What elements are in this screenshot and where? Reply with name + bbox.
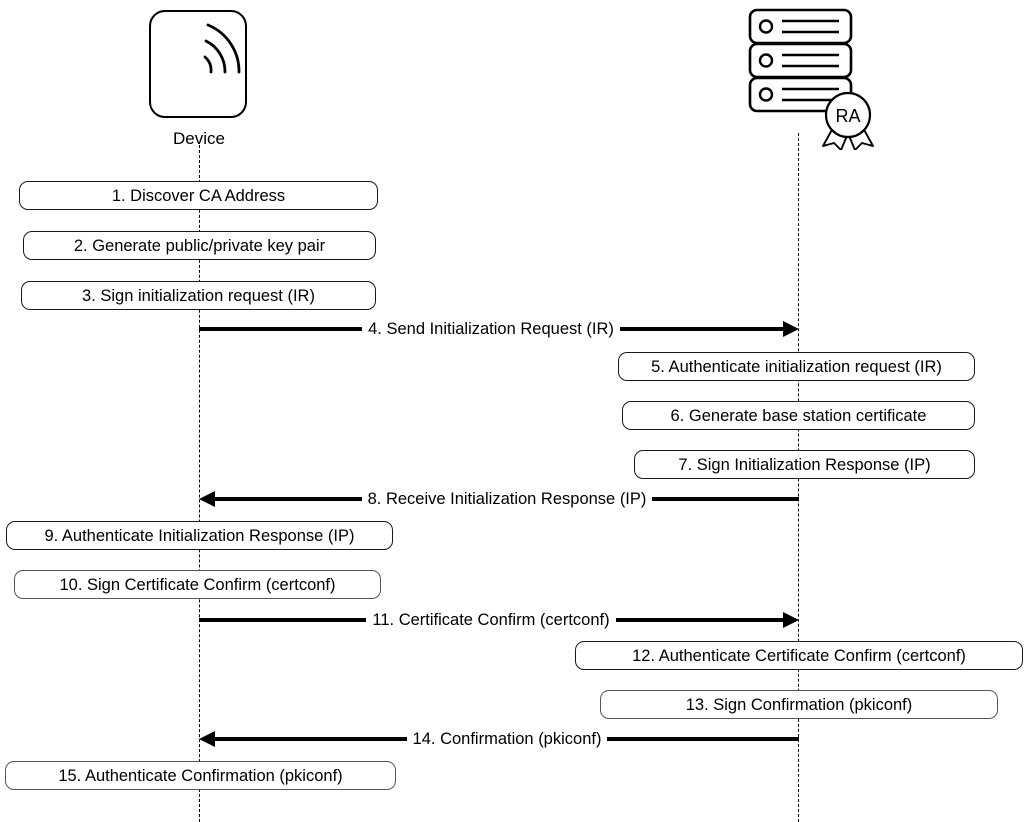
step-box-1: 1. Discover CA Address xyxy=(19,181,378,210)
arrow-line xyxy=(215,497,362,501)
arrowhead-left-icon xyxy=(199,491,215,507)
step-box-2: 2. Generate public/private key pair xyxy=(23,231,376,260)
step-box-13: 13. Sign Confirmation (pkiconf) xyxy=(600,690,998,719)
step-box-5: 5. Authenticate initialization request (… xyxy=(618,352,975,381)
arrow-line xyxy=(607,737,800,741)
message-label-11: 11. Certificate Confirm (certconf) xyxy=(366,611,616,629)
message-arrow-4: 4. Send Initialization Request (IR) xyxy=(199,316,800,342)
actor-label-device: Device xyxy=(173,129,225,148)
message-label-14: 14. Confirmation (pkiconf) xyxy=(406,730,608,748)
step-box-9: 9. Authenticate Initialization Response … xyxy=(6,521,393,550)
arrow-line xyxy=(615,618,783,622)
message-arrow-14: 14. Confirmation (pkiconf) xyxy=(199,726,800,752)
arrow-line xyxy=(199,618,367,622)
arrow-line xyxy=(652,497,799,501)
ra-certificate-badge-icon: RA xyxy=(812,90,884,151)
step-box-7: 7. Sign Initialization Response (IP) xyxy=(634,450,975,479)
arrow-line xyxy=(215,737,407,741)
lifeline-device xyxy=(199,145,200,822)
message-label-8: 8. Receive Initialization Response (IP) xyxy=(361,490,653,508)
device-wifi-icon xyxy=(149,10,249,120)
svg-text:RA: RA xyxy=(835,106,860,126)
message-label-4: 4. Send Initialization Request (IR) xyxy=(362,320,620,338)
step-box-12: 12. Authenticate Certificate Confirm (ce… xyxy=(575,641,1023,670)
server-stack-icon xyxy=(748,8,878,133)
message-arrow-11: 11. Certificate Confirm (certconf) xyxy=(199,607,799,633)
arrow-line xyxy=(199,327,363,331)
arrowhead-right-icon xyxy=(783,612,799,628)
arrowhead-left-icon xyxy=(199,731,215,747)
step-box-10: 10. Sign Certificate Confirm (certconf) xyxy=(14,570,381,599)
arrow-line xyxy=(619,327,784,331)
step-box-3: 3. Sign initialization request (IR) xyxy=(21,281,376,310)
step-box-6: 6. Generate base station certificate xyxy=(622,401,975,430)
message-arrow-8: 8. Receive Initialization Response (IP) xyxy=(199,486,799,512)
step-box-15: 15. Authenticate Confirmation (pkiconf) xyxy=(5,761,396,790)
arrowhead-right-icon xyxy=(783,321,800,337)
